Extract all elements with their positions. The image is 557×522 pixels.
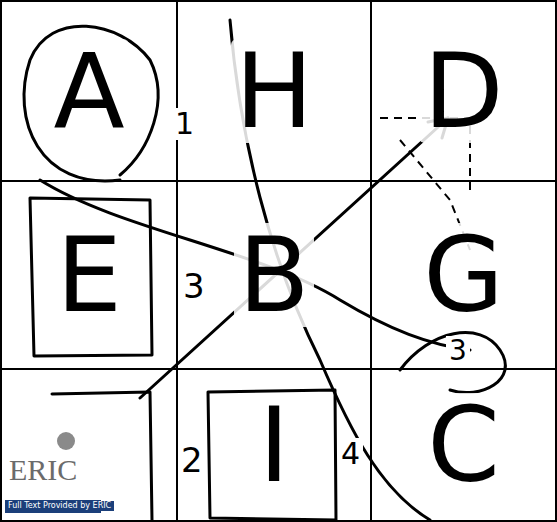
logo-globe	[57, 432, 75, 450]
hand-letter: H	[231, 39, 317, 143]
callout-number: 3	[446, 336, 470, 366]
callout-number: 3	[180, 268, 208, 304]
watermark-text: Full Text Provided by ERIC	[5, 501, 114, 511]
callout-number: 4	[338, 438, 363, 470]
letter-cell: D	[370, 0, 557, 182]
hand-letter: G	[419, 223, 508, 327]
loop-stroke	[24, 26, 158, 181]
hand-letter: B	[234, 223, 313, 327]
callout-number: 1	[172, 108, 197, 140]
diagonal-stroke	[140, 118, 448, 398]
grid-cell	[1, 369, 177, 521]
letter-cell: C	[370, 368, 557, 522]
letter-frame	[208, 390, 336, 520]
letter-cell: A	[0, 0, 178, 182]
letter-cell: H	[176, 0, 372, 182]
hand-letter: A	[49, 39, 128, 143]
hand-letter: I	[255, 393, 294, 497]
curve-stroke	[40, 180, 470, 350]
letter-cell: E	[0, 180, 178, 370]
hand-letter: C	[423, 393, 504, 497]
hand-letter: E	[52, 223, 126, 327]
curve-stroke	[230, 20, 430, 520]
curve-stroke	[400, 333, 505, 393]
watermark-logo: ERIC	[6, 454, 80, 486]
hand-letter: D	[419, 39, 507, 143]
callout-number: 2	[178, 442, 206, 478]
